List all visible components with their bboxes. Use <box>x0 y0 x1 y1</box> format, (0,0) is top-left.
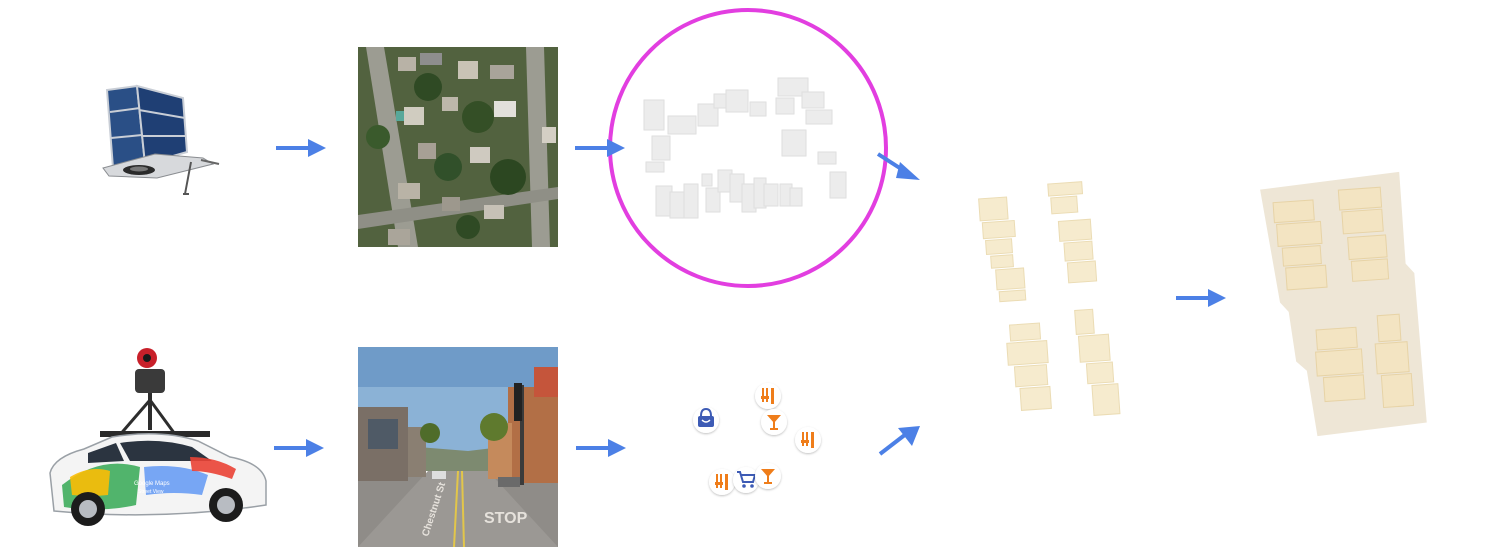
car-roof-text: Google Maps <box>134 481 170 487</box>
arrow-right-icon <box>1176 288 1228 308</box>
building-footprints <box>606 6 890 290</box>
bar-icon <box>761 409 787 435</box>
arrow-up-right-icon <box>876 422 924 458</box>
satellite-icon <box>95 82 230 202</box>
street-view-car-icon: Google Maps Street View <box>40 345 275 535</box>
combined-buildings <box>978 172 1128 432</box>
restaurant-icon <box>795 427 821 453</box>
arrow-down-right-icon <box>876 150 924 186</box>
bar-icon <box>755 463 781 489</box>
car-door-text: Street View <box>138 489 164 495</box>
arrow-right-icon <box>276 138 328 158</box>
shopping-bag-icon <box>693 407 719 433</box>
place-icons-cluster <box>686 378 826 498</box>
restaurant-icon <box>755 383 781 409</box>
street-level-photo: Chestnut St STOP <box>358 347 558 547</box>
arrow-right-icon <box>274 438 326 458</box>
arrow-right-icon <box>575 138 627 158</box>
arrow-right-icon <box>576 438 628 458</box>
grocery-cart-icon <box>733 467 759 493</box>
road-stop-text: STOP <box>484 510 528 527</box>
restaurant-icon <box>709 469 735 495</box>
area-blocks <box>1258 158 1430 443</box>
aerial-photo <box>358 47 558 247</box>
